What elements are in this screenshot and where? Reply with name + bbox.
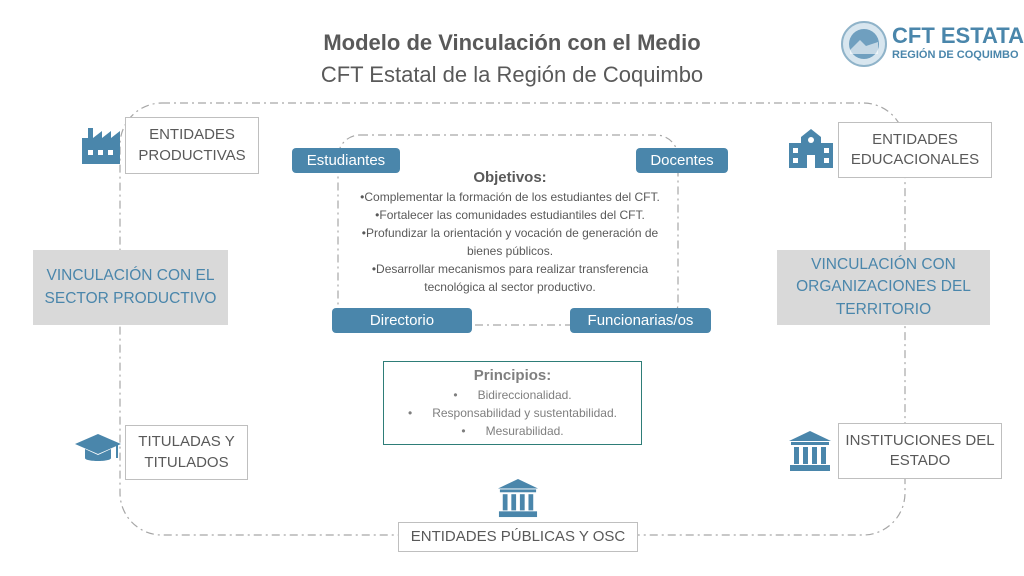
vinculacion-organizaciones-territorio: VINCULACIÓN CON ORGANIZACIONES DEL TERRI…: [777, 250, 990, 325]
entidades-productivas-box: ENTIDADES PRODUCTIVAS: [125, 117, 259, 174]
principios-title: Principios:: [473, 367, 552, 384]
logo: CFT ESTATAL REGIÓN DE COQUIMBO: [840, 20, 1024, 70]
graduation-cap-icon: [75, 434, 121, 461]
seal-icon: [841, 21, 887, 67]
actor-docentes: Docentes: [636, 148, 728, 173]
government-building-icon: [789, 431, 831, 471]
inner-cycle-border: [337, 134, 679, 326]
objetivo-item: •Complementar la formación de los estudi…: [360, 190, 660, 204]
objetivos-title: Objetivos:: [473, 169, 547, 186]
titulados-box: TITULADAS Y TITULADOS: [125, 425, 248, 480]
entidades-publicas-box: ENTIDADES PÚBLICAS Y OSC: [398, 522, 638, 552]
logo-region: REGIÓN DE COQUIMBO: [892, 49, 1019, 61]
instituciones-estado-box: INSTITUCIONES DEL ESTADO: [838, 423, 1002, 479]
objetivo-item: •Desarrollar mecanismos para realizar tr…: [371, 262, 649, 294]
objetivos-block: Objetivos: •Complementar la formación de…: [340, 168, 680, 296]
page-title: Modelo de Vinculación con el Medio: [323, 30, 701, 55]
actor-funcionarios: Funcionarias/os: [570, 308, 711, 333]
objetivo-item: •Fortalecer las comunidades estudiantile…: [375, 208, 645, 222]
factory-icon: [82, 128, 120, 164]
page-subtitle: CFT Estatal de la Región de Coquimbo: [320, 62, 704, 87]
actor-directorio: Directorio: [332, 308, 472, 333]
principio-item: • Mesurabilidad.: [461, 424, 564, 438]
objetivo-item: •Profundizar la orientación y vocación d…: [361, 226, 659, 258]
principio-item: • Responsabilidad y sustentabilidad.: [408, 406, 617, 420]
logo-name: CFT ESTATAL: [892, 23, 1024, 48]
school-icon: [789, 129, 833, 168]
entidades-educacionales-box: ENTIDADES EDUCACIONALES: [838, 122, 992, 178]
principio-item: • Bidireccionalidad.: [453, 388, 572, 402]
principios-block: Principios: • Bidireccionalidad. • Respo…: [383, 361, 642, 445]
public-building-icon: [498, 478, 538, 518]
vinculacion-sector-productivo: VINCULACIÓN CON EL SECTOR PRODUCTIVO: [33, 250, 228, 325]
actor-estudiantes: Estudiantes: [292, 148, 400, 173]
